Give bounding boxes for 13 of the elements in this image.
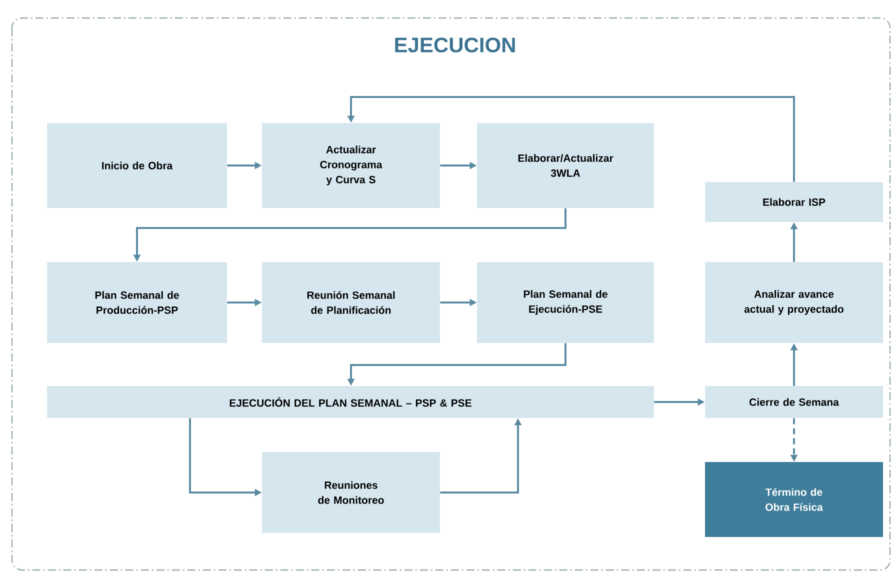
process-box: Plan Semanal de Ejecución-PSE xyxy=(477,262,654,343)
process-box: Plan Semanal de Producción-PSP xyxy=(47,262,227,343)
title: EJECUCION xyxy=(395,38,515,52)
process-box: Elaborar ISP xyxy=(705,182,883,222)
process-box: Reuniones de Monitoreo xyxy=(262,452,440,533)
process-box: EJECUCIÓN DEL PLAN SEMANAL – PSP & PSE xyxy=(47,386,654,418)
process-box: Término de Obra Física xyxy=(705,462,883,537)
process-box: Elaborar/Actualizar 3WLA xyxy=(477,123,654,208)
process-box: Analizar avance actual y proyectado xyxy=(705,262,883,343)
process-box: Cierre de Semana xyxy=(705,386,883,418)
process-box: Actualizar Cronograma y Curva S xyxy=(262,123,440,208)
process-box: Inicio de Obra xyxy=(47,123,227,208)
process-box: Reunión Semanal de Planificación xyxy=(262,262,440,343)
